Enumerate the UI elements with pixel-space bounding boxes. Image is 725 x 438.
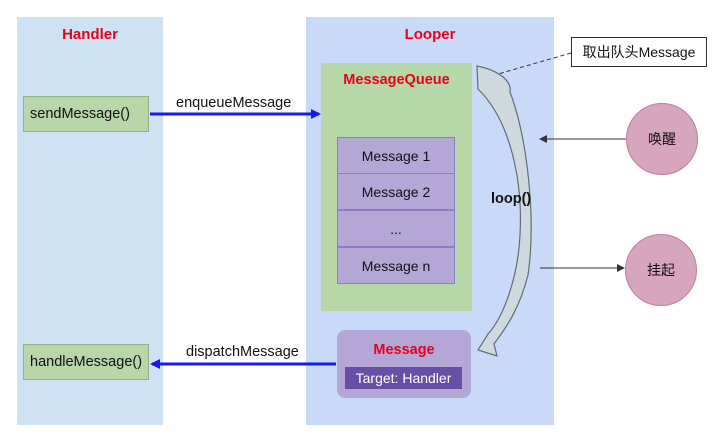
dispatched-message: Message Target: Handler — [337, 330, 471, 398]
looper-title: Looper — [404, 26, 456, 43]
dispatched-message-title: Message — [373, 342, 435, 358]
dispatch-label: dispatchMessage — [186, 344, 299, 360]
callout-leader — [497, 52, 572, 75]
send-message-box: sendMessage() — [23, 96, 149, 132]
loop-label: loop() — [491, 191, 532, 207]
queue-message-n: Message n — [337, 247, 455, 284]
queue-message-ellipsis: ... — [337, 210, 455, 247]
message-target: Target: Handler — [345, 367, 462, 389]
handle-message-box: handleMessage() — [23, 344, 149, 380]
enqueue-label: enqueueMessage — [176, 95, 292, 111]
queue-message-2: Message 2 — [337, 173, 455, 210]
wake-state: 唤醒 — [626, 103, 698, 175]
message-queue-title: MessageQueue — [343, 72, 450, 88]
queue-message-1: Message 1 — [337, 137, 455, 174]
handler-title: Handler — [62, 26, 118, 43]
loop-curve-arrow — [476, 65, 532, 357]
suspend-state: 挂起 — [625, 234, 697, 306]
dequeue-callout: 取出队头Message — [571, 37, 707, 67]
